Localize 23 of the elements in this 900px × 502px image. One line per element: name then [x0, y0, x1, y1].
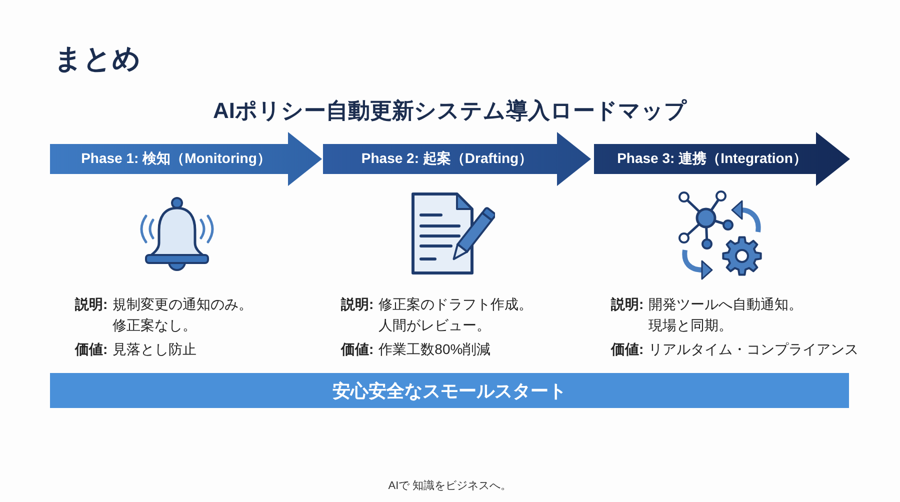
banner-text: 安心安全なスモールスタート	[332, 380, 566, 402]
term-label: 価値:	[341, 340, 374, 359]
phase-band	[323, 132, 591, 186]
term-description: 開発ツールへ自動通知。現場と同期。	[648, 295, 804, 335]
term-description: 規制変更の通知のみ。修正案なし。	[112, 295, 254, 335]
tagline: AIで 知識をビジネスへ。	[388, 478, 512, 493]
term-description: 修正案のドラフト作成。人間がレビュー。	[378, 295, 534, 335]
slide-title: まとめ	[54, 42, 141, 76]
phase-band	[50, 132, 322, 186]
roadmap-heading: AIポリシー自動更新システム導入ロードマップ	[213, 97, 687, 125]
term-label: 説明:	[611, 295, 644, 314]
term-description: リアルタイム・コンプライアンス	[648, 340, 859, 359]
phase-title: Phase 3: 連携（Integration）	[616, 149, 808, 168]
phase-title: Phase 2: 起案（Drafting）	[360, 149, 534, 168]
phase-band	[594, 132, 850, 186]
term-description: 作業工数80%削減	[378, 340, 492, 359]
term-label: 説明:	[75, 295, 108, 314]
term-label: 価値:	[75, 340, 108, 359]
term-description: 見落とし防止	[112, 340, 198, 359]
summary-banner	[50, 373, 849, 408]
phase-title: Phase 1: 検知（Monitoring）	[80, 149, 272, 168]
term-label: 説明:	[341, 295, 374, 314]
term-label: 価値:	[611, 340, 644, 359]
